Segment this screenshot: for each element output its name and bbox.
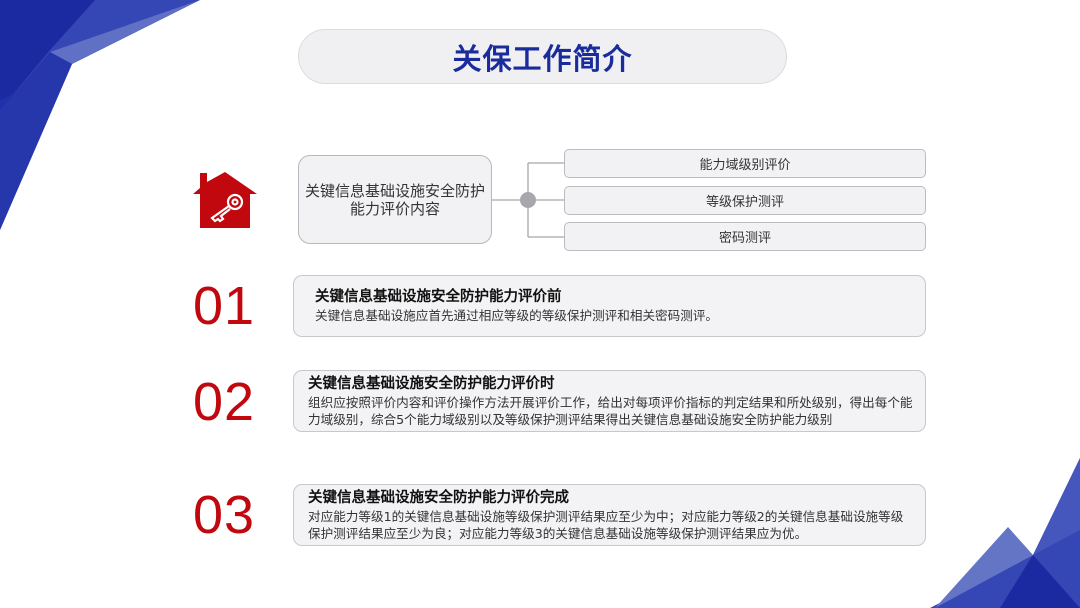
- step-heading: 关键信息基础设施安全防护能力评价完成: [308, 490, 569, 506]
- step-number-01: 01: [193, 276, 256, 336]
- step-card-02: 关键信息基础设施安全防护能力评价时 组织应按照评价内容和评价操作方法开展评价工作…: [293, 370, 926, 432]
- step-body: 组织应按照评价内容和评价操作方法开展评价工作，给出对每项评价指标的判定结果和所处…: [308, 395, 913, 427]
- step-heading: 关键信息基础设施安全防护能力评价时: [308, 376, 555, 392]
- evaluation-content-node: 关键信息基础设施安全防护能力评价内容: [298, 155, 492, 244]
- step-number-03: 03: [193, 485, 256, 545]
- step-body: 关键信息基础设施应首先通过相应等级的等级保护测评和相关密码测评。: [315, 308, 718, 323]
- step-number-02: 02: [193, 372, 256, 432]
- slide-title-banner: 关保工作简介: [298, 29, 787, 84]
- step-card-03: 关键信息基础设施安全防护能力评价完成 对应能力等级1的关键信息基础设施等级保护测…: [293, 484, 926, 546]
- branch-label: 能力域级别评价: [699, 158, 791, 173]
- step-card-01: 关键信息基础设施安全防护能力评价前 关键信息基础设施应首先通过相应等级的等级保护…: [293, 275, 926, 337]
- branch-capability-domain: 能力域级别评价: [564, 149, 926, 178]
- branch-label: 密码测评: [718, 231, 771, 246]
- step-heading: 关键信息基础设施安全防护能力评价前: [315, 289, 562, 305]
- slide-title: 关保工作简介: [452, 41, 633, 76]
- house-key-icon: [193, 172, 257, 228]
- branch-label: 等级保护测评: [705, 195, 784, 210]
- branch-crypto-evaluation: 密码测评: [564, 222, 926, 251]
- branch-graded-protection: 等级保护测评: [564, 186, 926, 215]
- center-node-label: 关键信息基础设施安全防护能力评价内容: [305, 181, 486, 218]
- step-body: 对应能力等级1的关键信息基础设施等级保护测评结果应至少为中；对应能力等级2的关键…: [308, 509, 904, 541]
